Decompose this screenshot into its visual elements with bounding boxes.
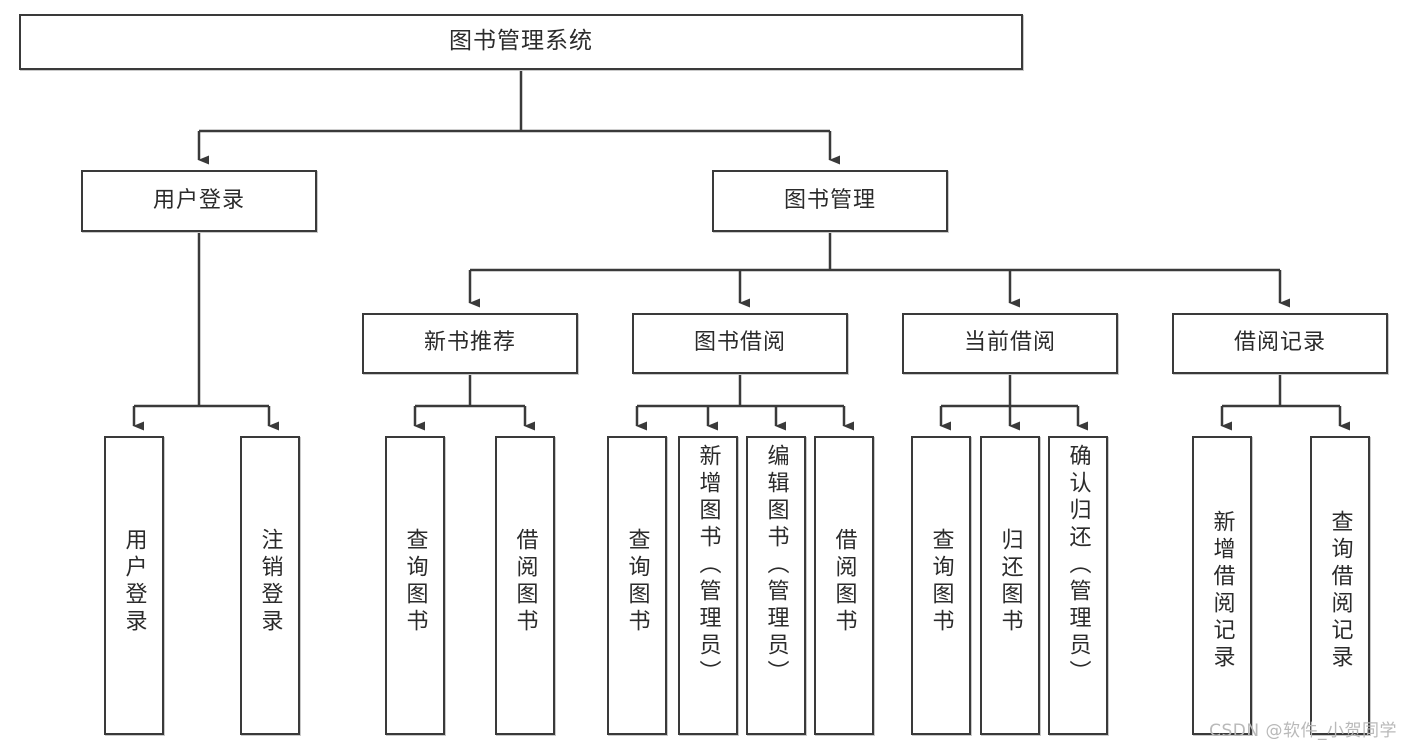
node-label: 图书管理 — [783, 187, 876, 213]
node-current-borrow[interactable]: 当前借阅 — [902, 313, 1118, 374]
node-label: 注销登录 — [257, 528, 283, 636]
node-leaf-borrow-book[interactable]: 借阅图书 — [814, 436, 874, 735]
node-leaf-query-book-new[interactable]: 查询图书 — [385, 436, 445, 735]
node-label: 编辑图书（管理员） — [763, 444, 789, 687]
node-label: 借阅记录 — [1233, 330, 1326, 356]
node-leaf-confirm-return-admin[interactable]: 确认归还（管理员） — [1048, 436, 1108, 735]
node-new-book-recommend[interactable]: 新书推荐 — [362, 313, 578, 374]
node-label: 图书借阅 — [693, 330, 786, 356]
node-user-login[interactable]: 用户登录 — [81, 170, 317, 232]
node-label: 用户登录 — [121, 528, 147, 636]
node-root-system[interactable]: 图书管理系统 — [19, 14, 1023, 70]
node-label: 新书推荐 — [423, 330, 516, 356]
node-leaf-query-book-borrow[interactable]: 查询图书 — [607, 436, 667, 735]
node-label: 借阅图书 — [831, 528, 857, 636]
node-label: 查询图书 — [928, 528, 954, 636]
node-label: 新增图书（管理员） — [695, 444, 721, 687]
node-book-borrow[interactable]: 图书借阅 — [632, 313, 848, 374]
node-borrow-records[interactable]: 借阅记录 — [1172, 313, 1388, 374]
node-leaf-query-borrow-record[interactable]: 查询借阅记录 — [1310, 436, 1370, 735]
node-label: 查询图书 — [624, 528, 650, 636]
node-label: 图书管理系统 — [449, 28, 593, 55]
node-leaf-add-borrow-record[interactable]: 新增借阅记录 — [1192, 436, 1252, 735]
node-leaf-add-book-admin[interactable]: 新增图书（管理员） — [678, 436, 738, 735]
node-leaf-edit-book-admin[interactable]: 编辑图书（管理员） — [746, 436, 806, 735]
watermark: CSDN @软件_小贺同学 — [1209, 721, 1397, 741]
node-label: 归还图书 — [997, 528, 1023, 636]
node-label: 确认归还（管理员） — [1065, 444, 1091, 687]
node-label: 查询借阅记录 — [1327, 510, 1353, 672]
node-leaf-query-book-current[interactable]: 查询图书 — [911, 436, 971, 735]
node-leaf-logout[interactable]: 注销登录 — [240, 436, 300, 735]
node-label: 当前借阅 — [963, 330, 1056, 356]
node-label: 查询图书 — [402, 528, 428, 636]
node-label: 新增借阅记录 — [1209, 510, 1235, 672]
node-book-management[interactable]: 图书管理 — [712, 170, 948, 232]
node-leaf-return-book[interactable]: 归还图书 — [980, 436, 1040, 735]
node-label: 用户登录 — [152, 187, 245, 213]
node-label: 借阅图书 — [512, 528, 538, 636]
node-leaf-user-login[interactable]: 用户登录 — [104, 436, 164, 735]
node-leaf-borrow-book-new[interactable]: 借阅图书 — [495, 436, 555, 735]
